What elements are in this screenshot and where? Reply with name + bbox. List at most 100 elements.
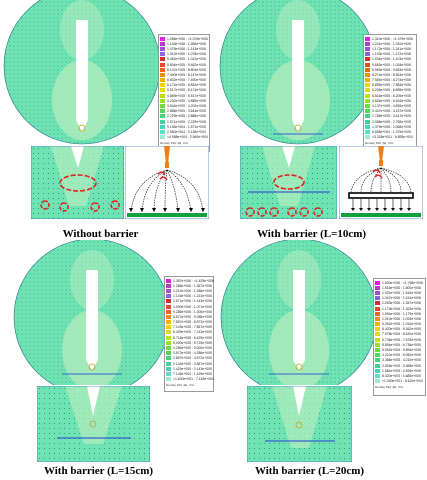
legend-label: 8.804e+005 : 9.462e+005 [167, 62, 206, 67]
legend-row: 7.584e+005 : 8.274e+005 [365, 78, 415, 83]
legend-swatch [166, 283, 171, 288]
legend-swatch [166, 294, 171, 299]
legend-swatch [166, 314, 171, 319]
legend-swatch [160, 124, 165, 129]
legend-label: 1.071e+006 : 1.143e+006 [173, 299, 212, 304]
legend-label: 4.202e+005 : 4.859e+005 [167, 98, 206, 103]
ground-plate [341, 213, 421, 217]
legend-row: 1.347e+006 : 1.431e+006 [375, 296, 424, 301]
legend-label: 4.859e+005 : 5.517e+005 [167, 93, 206, 98]
legend-label: 6.895e+005 : 7.584e+005 [372, 83, 411, 88]
legend-label: 1.263e+006 : 1.347e+006 [382, 301, 421, 306]
legend-row: 5.052e+005 : 5.894e+005 [375, 347, 424, 353]
legend-label: 8.963e+005 : 9.653e+005 [372, 67, 411, 72]
legend-row: 7.490e+005 : 8.147e+005 [160, 72, 208, 77]
legend-swatch [375, 368, 380, 373]
legend-row: 6.429e+005 : 7.143e+005 [166, 330, 212, 335]
legend-row: <4.988e+004 : 2.560e+004 [160, 135, 208, 140]
legend-swatch [375, 373, 380, 378]
legend-label: <1.600e+001 : 7.145e+004 [173, 377, 214, 382]
legend-label: 2.526e+005 : 3.368e+005 [382, 363, 421, 368]
legend-swatch [365, 41, 370, 46]
legend-label: 4.826e+005 : 5.516e+005 [372, 98, 411, 103]
legend-swatch [375, 301, 380, 306]
legend-swatch [166, 288, 171, 293]
legend-swatch [365, 57, 370, 62]
legend-swatch [166, 351, 171, 356]
legend-row: 9.462e+005 : 1.012e+006 [160, 57, 208, 62]
legend-swatch [160, 119, 165, 124]
legend-swatch [166, 309, 171, 314]
legend-row: 1.263e+006 : 1.347e+006 [375, 301, 424, 306]
legend-row: 1.103e+006 : 1.172e+006 [365, 52, 415, 57]
legend-row: 2.560e+004 : 9.136e+004 [160, 129, 208, 134]
legend-row: 8.147e+005 : 8.804e+005 [160, 67, 208, 72]
legend-swatch [375, 358, 380, 363]
legend-swatch [166, 299, 171, 304]
legend-row: 5.517e+005 : 6.174e+005 [160, 88, 208, 93]
legend-row: 7.143e+005 : 7.857e+005 [166, 325, 212, 330]
legend-label: 7.490e+005 : 8.147e+005 [167, 72, 206, 77]
legend-swatch [160, 109, 165, 114]
legend-swatch [365, 46, 370, 51]
legend-row: 6.895e+004 : 1.379e+005 [365, 129, 415, 134]
legend-label: 1.516e+006 : 1.600e+006 [382, 285, 421, 290]
legend-swatch [160, 52, 165, 57]
zoom-field-plot [37, 386, 150, 462]
legend-label: 1.429e+005 : 2.143e+005 [173, 366, 212, 371]
legend-label: 1.241e+006 : 1.310e+006 [372, 41, 411, 46]
legend-swatch [375, 342, 380, 347]
field-lines [130, 169, 204, 213]
barrier-plate [348, 192, 414, 199]
legend-label: 2.560e+004 : 9.136e+004 [167, 129, 206, 134]
legend-label: 5.052e+005 : 5.894e+005 [382, 348, 421, 353]
legend-label: 9.136e+004 : 1.571e+005 [167, 124, 206, 129]
legend-label: 8.420e+004 : 1.684e+005 [382, 373, 421, 378]
legend-swatch [160, 72, 165, 77]
legend-swatch [365, 93, 370, 98]
legend-swatch [365, 67, 370, 72]
legend-label: 7.584e+005 : 8.274e+005 [372, 78, 411, 83]
legend-row: 1.431e+006 : 1.516e+006 [375, 290, 424, 295]
legend-row: 1.286e+006 : 1.357e+006 [166, 283, 212, 288]
legend-row: 6.205e+005 : 6.895e+005 [365, 88, 415, 93]
legend-row: 2.526e+005 : 3.368e+005 [375, 363, 424, 368]
field-plot-circle [13, 240, 171, 385]
legend-swatch [375, 316, 380, 321]
legend-swatch [365, 129, 370, 134]
legend-label: <3.326e+001 : 6.895e+004 [372, 135, 413, 140]
legend-swatch [160, 135, 165, 140]
legend-label: 6.429e+005 : 7.143e+005 [173, 330, 212, 335]
legend-row: 8.572e+005 : 9.286e+005 [166, 314, 212, 319]
legend-row: <1.600e+001 : 7.145e+004 [166, 377, 214, 382]
legend-label: 1.379e+005 : 2.068e+005 [372, 124, 411, 129]
legend-label: 6.736e+005 : 7.578e+005 [382, 337, 421, 342]
legend-label: 4.210e+005 : 5.052e+005 [382, 353, 421, 358]
legend-row: 9.262e+005 : 1.010e+006 [375, 322, 424, 327]
legend-row: <3.326e+001 : 6.895e+004 [365, 135, 415, 140]
legend-label: 1.143e+006 : 1.214e+006 [173, 294, 212, 299]
legend-row: 1.143e+006 : 1.266e+006 [160, 41, 208, 46]
legend-row: 5.516e+005 : 6.205e+005 [365, 93, 415, 98]
legend-label: 2.857e+005 : 3.572e+005 [173, 356, 212, 361]
legend-swatch [166, 320, 171, 325]
legend-swatch [375, 363, 380, 368]
legend-label: 9.286e+005 : 1.000e+006 [173, 309, 212, 314]
legend-swatch [365, 52, 370, 57]
schematic-with-barrier [339, 146, 423, 219]
legend-row: 6.895e+005 : 7.584e+005 [365, 83, 415, 88]
legend-swatch [166, 371, 171, 376]
legend-footer: Density Plot: |E|, V/m [365, 140, 394, 145]
legend-row: 9.653e+005 : 1.034e+006 [365, 62, 415, 67]
legend-label: 1.094e+006 : 1.179e+006 [382, 311, 421, 316]
legend-label: 3.544e+005 : 4.202e+005 [167, 104, 206, 109]
legend-swatch [160, 104, 165, 109]
legend-label: 1.012e+006 : 1.078e+006 [167, 52, 206, 57]
legend-swatch [160, 67, 165, 72]
